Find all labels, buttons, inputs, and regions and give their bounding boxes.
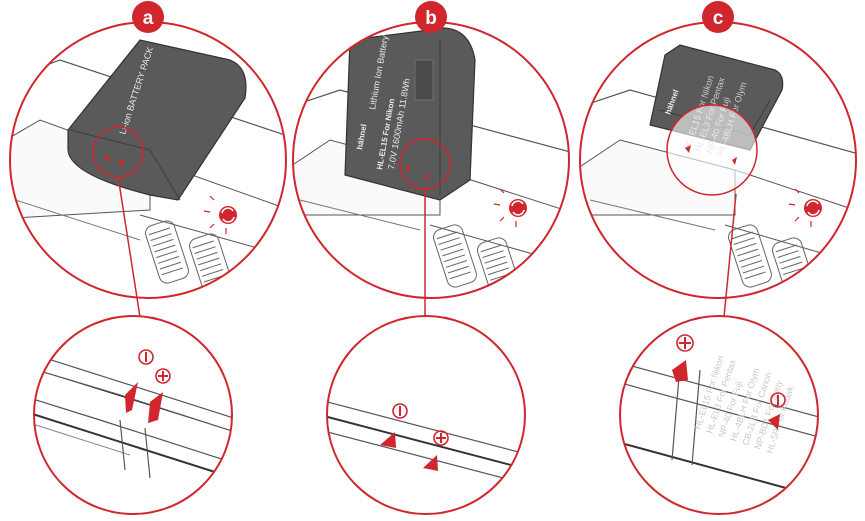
minus-symbol-b — [392, 403, 408, 419]
wheel-b1 — [433, 224, 521, 298]
panel-b: hähnel Lithium Ion Battery HL-EL15 For N… — [292, 1, 570, 515]
zoom-frame-a — [33, 315, 233, 515]
badge-b: b — [415, 1, 447, 33]
plus-symbol-b — [433, 430, 449, 446]
minus-symbol-a — [138, 349, 154, 365]
zoom-spot-c — [666, 104, 758, 196]
zoom-frame-c — [619, 315, 819, 515]
battery-b — [344, 27, 476, 201]
connector-a — [117, 175, 141, 318]
svg-text:c: c — [713, 8, 724, 29]
svg-text:b: b — [425, 8, 437, 29]
connector-c — [723, 193, 737, 318]
charge-status-icon-c — [788, 188, 822, 227]
minus-symbol-c — [770, 392, 786, 408]
plus-symbol-a — [155, 368, 171, 384]
battery-brand-b: hähnel — [355, 123, 368, 150]
badge-a: a — [132, 1, 164, 33]
panel-a: Li-ion BATTERY PACK a — [9, 1, 287, 515]
badge-c: c — [702, 1, 734, 33]
charge-status-icon-a — [203, 195, 237, 234]
panel-c: hähnel HL-EL15 For Nikon HL-EL3 For Pent… — [579, 1, 857, 515]
battery-a — [67, 39, 247, 201]
charge-status-icon-b — [493, 188, 527, 227]
svg-text:a: a — [143, 8, 154, 29]
zoom-frame-b — [326, 315, 526, 515]
plus-symbol-c — [676, 334, 694, 352]
